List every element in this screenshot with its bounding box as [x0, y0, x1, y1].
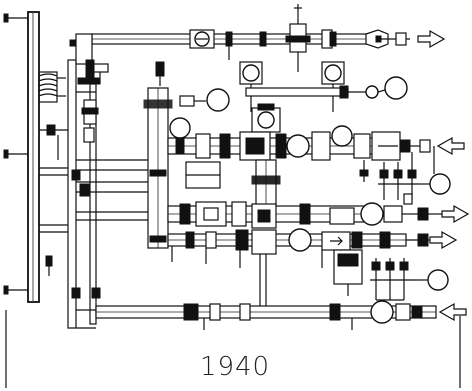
- left-mounting-frame: [3, 11, 72, 303]
- coil-heater: [38, 71, 66, 103]
- dimension-line: [5, 310, 461, 388]
- flow-arrow-inlet-bottom-icon: [438, 302, 467, 322]
- pressure-gauge-icon: [370, 300, 394, 324]
- pressure-gauge-icon: [206, 88, 230, 112]
- pressure-gauge-icon: [429, 173, 451, 195]
- flow-arrow-inlet-mid-icon: [436, 136, 465, 156]
- upper-manifold: [239, 61, 408, 133]
- pressure-gauge-icon: [360, 202, 384, 226]
- bottom-return-pipe: [95, 300, 437, 330]
- central-pump: [185, 159, 281, 211]
- pressure-gauge-icon: [384, 76, 408, 100]
- right-valve-cluster-upper: [378, 146, 451, 205]
- filter-unit: [333, 249, 363, 296]
- pressure-gauge-icon: [169, 117, 191, 139]
- flow-arrow-outlet-mid2-icon: [429, 230, 458, 250]
- flow-arrow-outlet-mid1-icon: [441, 204, 470, 224]
- dimension-label: 1940: [199, 352, 271, 382]
- main-row-lower: [167, 228, 430, 316]
- right-valve-cluster-lower: [370, 258, 449, 301]
- upper-left-branch: [76, 59, 230, 143]
- flow-arrow-outlet-top-icon: [417, 29, 446, 49]
- main-row-upper: [167, 117, 431, 182]
- pressure-gauge-icon: [288, 228, 312, 252]
- vertical-header-columns: [67, 59, 173, 329]
- top-supply-pipe: [69, 4, 410, 72]
- pressure-gauge-icon: [286, 134, 310, 158]
- pressure-gauge-icon: [331, 125, 353, 147]
- pressure-gauge-icon: [427, 269, 449, 291]
- main-row-middle: [167, 201, 442, 229]
